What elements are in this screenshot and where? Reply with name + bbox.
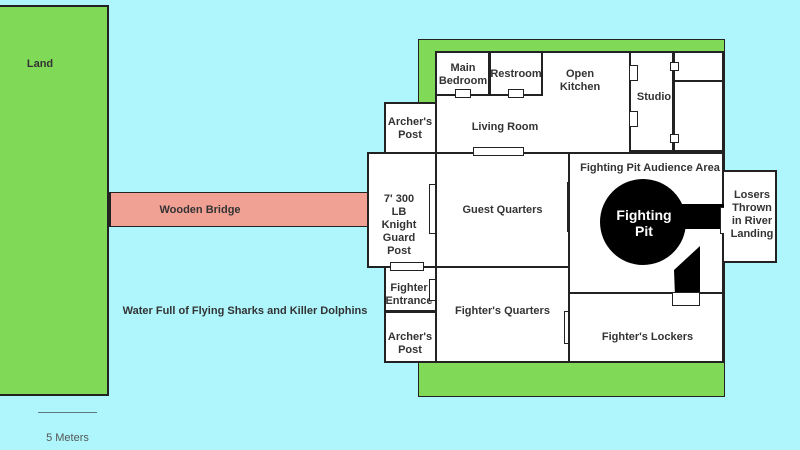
- losers-landing: [724, 170, 777, 263]
- fighters-quarters: [435, 266, 570, 363]
- studio-label: Studio: [636, 91, 672, 103]
- open-kitchen-label: Open Kitchen: [559, 68, 601, 93]
- guest-quarters-label: Guest Quarters: [462, 204, 543, 216]
- main-bedroom-label: Main Bedroom: [438, 62, 488, 87]
- door: [629, 65, 638, 81]
- door: [508, 89, 524, 98]
- water-label: Water Full of Flying Sharks and Killer D…: [122, 305, 368, 317]
- archers-post-top: [384, 102, 437, 154]
- restroom: [489, 51, 543, 96]
- scale-label: 5 Meters: [46, 432, 89, 444]
- land-area: [0, 5, 109, 396]
- pit-lower-channel: [674, 246, 700, 296]
- fighter-entrance-label: Fighter Entrance: [385, 282, 433, 307]
- fighting-pit-label: Fighting Pit: [616, 207, 672, 239]
- door: [390, 262, 424, 271]
- wooden-bridge: [109, 192, 369, 227]
- restroom-label: Restroom: [490, 68, 542, 80]
- archers-post-bottom-label: Archer's Post: [387, 331, 433, 356]
- studio-closet-bottom: [673, 80, 724, 152]
- fighters-lockers-label: Fighter's Lockers: [601, 331, 694, 343]
- scale-bar: [38, 412, 97, 413]
- losers-landing-label: Losers Thrown in River Landing: [730, 189, 774, 240]
- guard-post: [367, 152, 437, 268]
- guard-post-label: 7' 300 LB Knight Guard Post: [381, 193, 417, 257]
- door: [455, 89, 471, 98]
- audience-area-label: Fighting Pit Audience Area: [580, 162, 720, 174]
- fighters-quarters-label: Fighter's Quarters: [455, 305, 550, 317]
- fighters-lockers: [568, 292, 724, 363]
- living-room-label: Living Room: [471, 121, 539, 133]
- door: [670, 62, 679, 71]
- archers-post-top-label: Archer's Post: [387, 116, 433, 141]
- door: [670, 134, 679, 143]
- door: [473, 147, 524, 156]
- archers-post-bottom: [384, 311, 437, 363]
- land-label: Land: [26, 58, 54, 70]
- door: [672, 292, 700, 306]
- bridge-label: Wooden Bridge: [159, 204, 241, 216]
- pit-circle: [600, 179, 686, 265]
- door: [629, 111, 638, 127]
